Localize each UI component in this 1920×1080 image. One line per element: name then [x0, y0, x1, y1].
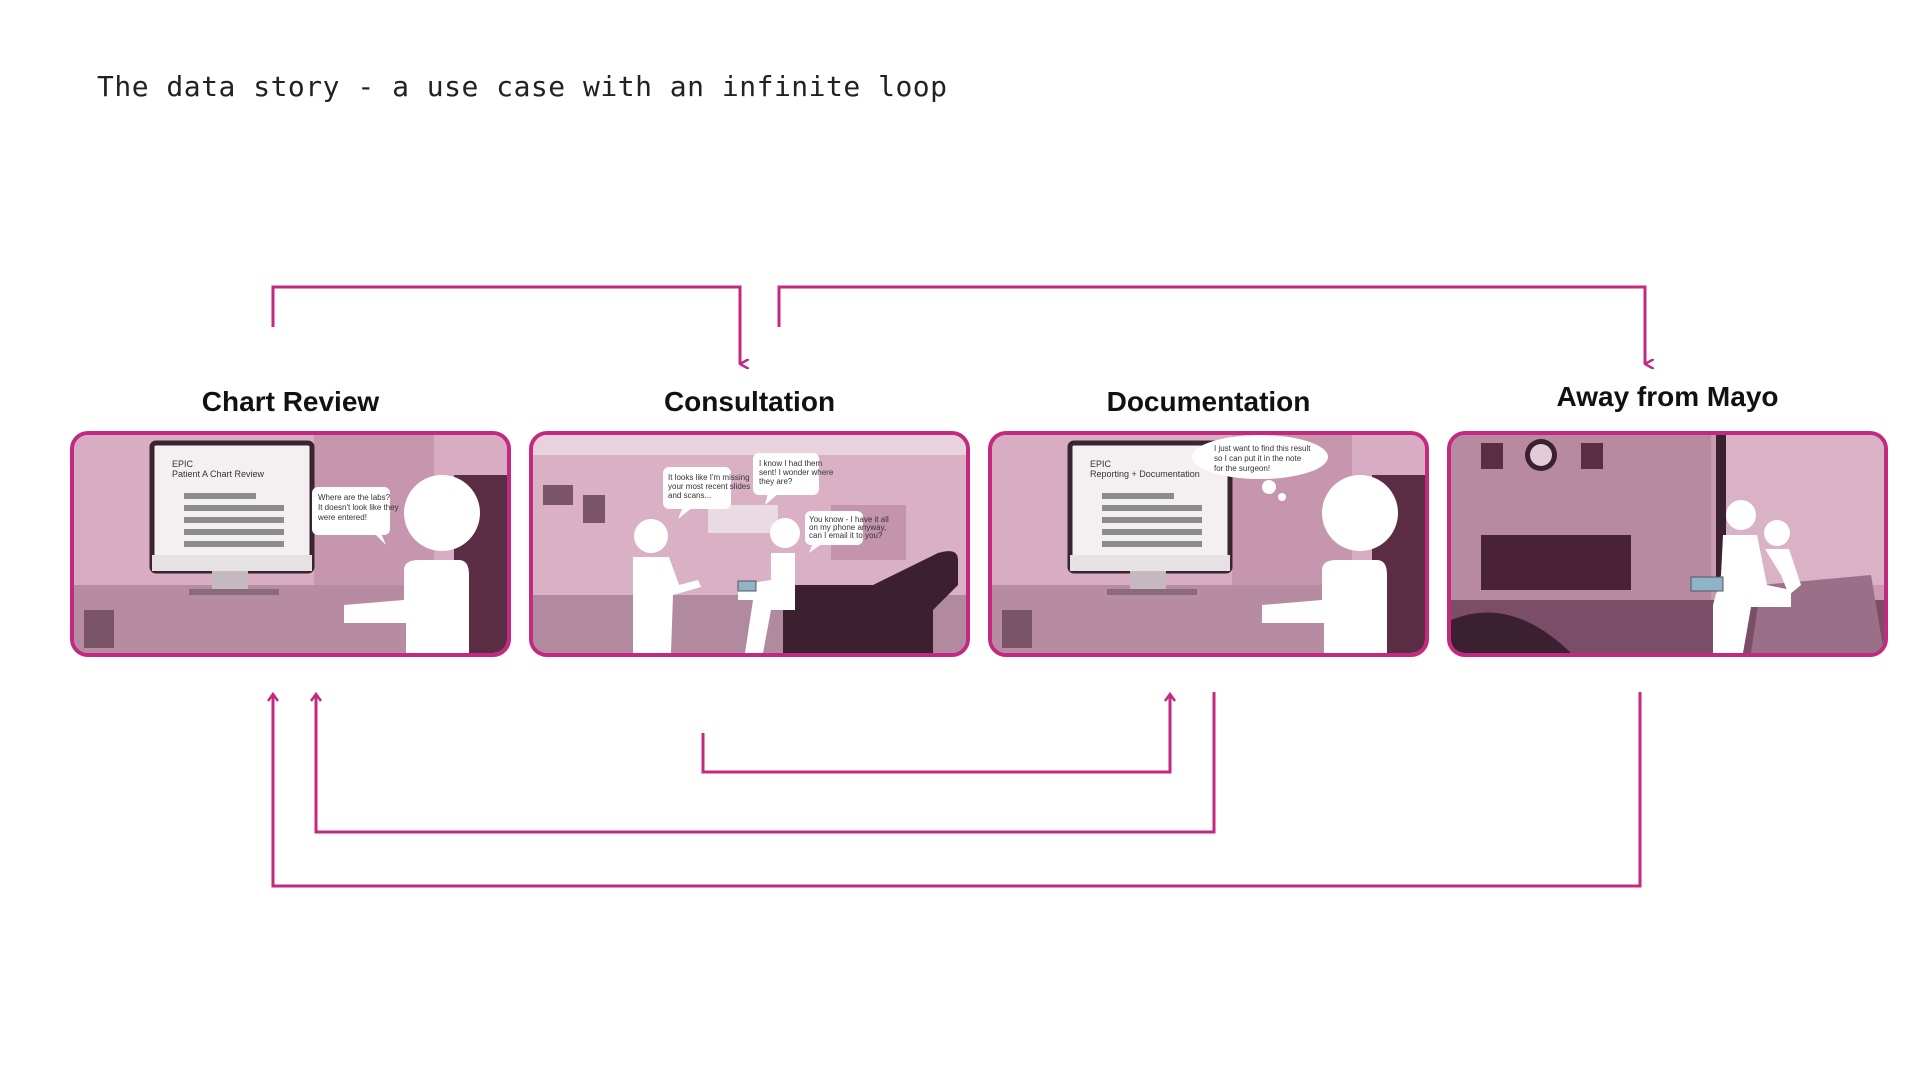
arrow-consultation-to-documentation: [703, 694, 1170, 772]
screen-subtitle: Patient A Chart Review: [172, 469, 265, 479]
stage-away-from-mayo: Away from Mayo: [1447, 380, 1888, 660]
phone-icon: [738, 581, 756, 591]
thought-bubble-line-2: so I can put it in the note: [1214, 454, 1302, 463]
thought-bubble-line-1: I just want to find this result: [1214, 444, 1311, 453]
arrow-documentation-to-chart: [316, 692, 1214, 832]
speech-bubble-line-2: It doesn't look like they: [318, 503, 399, 512]
screen-title: EPIC: [172, 459, 194, 469]
thought-bubble-line-3: for the surgeon!: [1214, 464, 1270, 473]
speech-bubble-line-3: were entered!: [317, 513, 367, 522]
arrow-consultation-to-away: [779, 287, 1645, 364]
phone-icon: [1691, 577, 1723, 591]
speech-bubble-left-line-1: It looks like I'm missing: [668, 473, 750, 482]
arrow-chart-to-consultation: [273, 287, 740, 364]
stage-label: Chart Review: [70, 386, 511, 418]
stage-image-consultation: It looks like I'm missing your most rece…: [529, 431, 970, 657]
stage-label: Away from Mayo: [1447, 381, 1888, 413]
stage-documentation: Documentation EPIC Reporting + Documenta…: [988, 380, 1429, 660]
speech-bubble-top-line-2: sent! I wonder where: [759, 468, 834, 477]
stage-image-chart-review: EPIC Patient A Chart Review Where are th…: [70, 431, 511, 657]
speech-bubble-right-line-3: can I email it to you?: [809, 531, 883, 540]
speech-bubble-left-line-3: and scans...: [668, 491, 711, 500]
speech-bubble-line-1: Where are the labs?: [318, 493, 391, 502]
stage-chart-review: Chart Review EPIC Patient A Chart Review: [70, 380, 511, 660]
arrow-away-to-chart: [273, 692, 1640, 886]
screen-subtitle: Reporting + Documentation: [1090, 469, 1200, 479]
stage-image-documentation: EPIC Reporting + Documentation I just wa…: [988, 431, 1429, 657]
stage-consultation: Consultation It looks like I'm missing y…: [529, 380, 970, 660]
stage-image-away-from-mayo: [1447, 431, 1888, 657]
speech-bubble-left-line-2: your most recent slides: [668, 482, 750, 491]
stage-label: Consultation: [529, 386, 970, 418]
speech-bubble-top-line-1: I know I had them: [759, 459, 822, 468]
screen-title: EPIC: [1090, 459, 1112, 469]
stage-label: Documentation: [988, 386, 1429, 418]
speech-bubble-top-line-3: they are?: [759, 477, 793, 486]
